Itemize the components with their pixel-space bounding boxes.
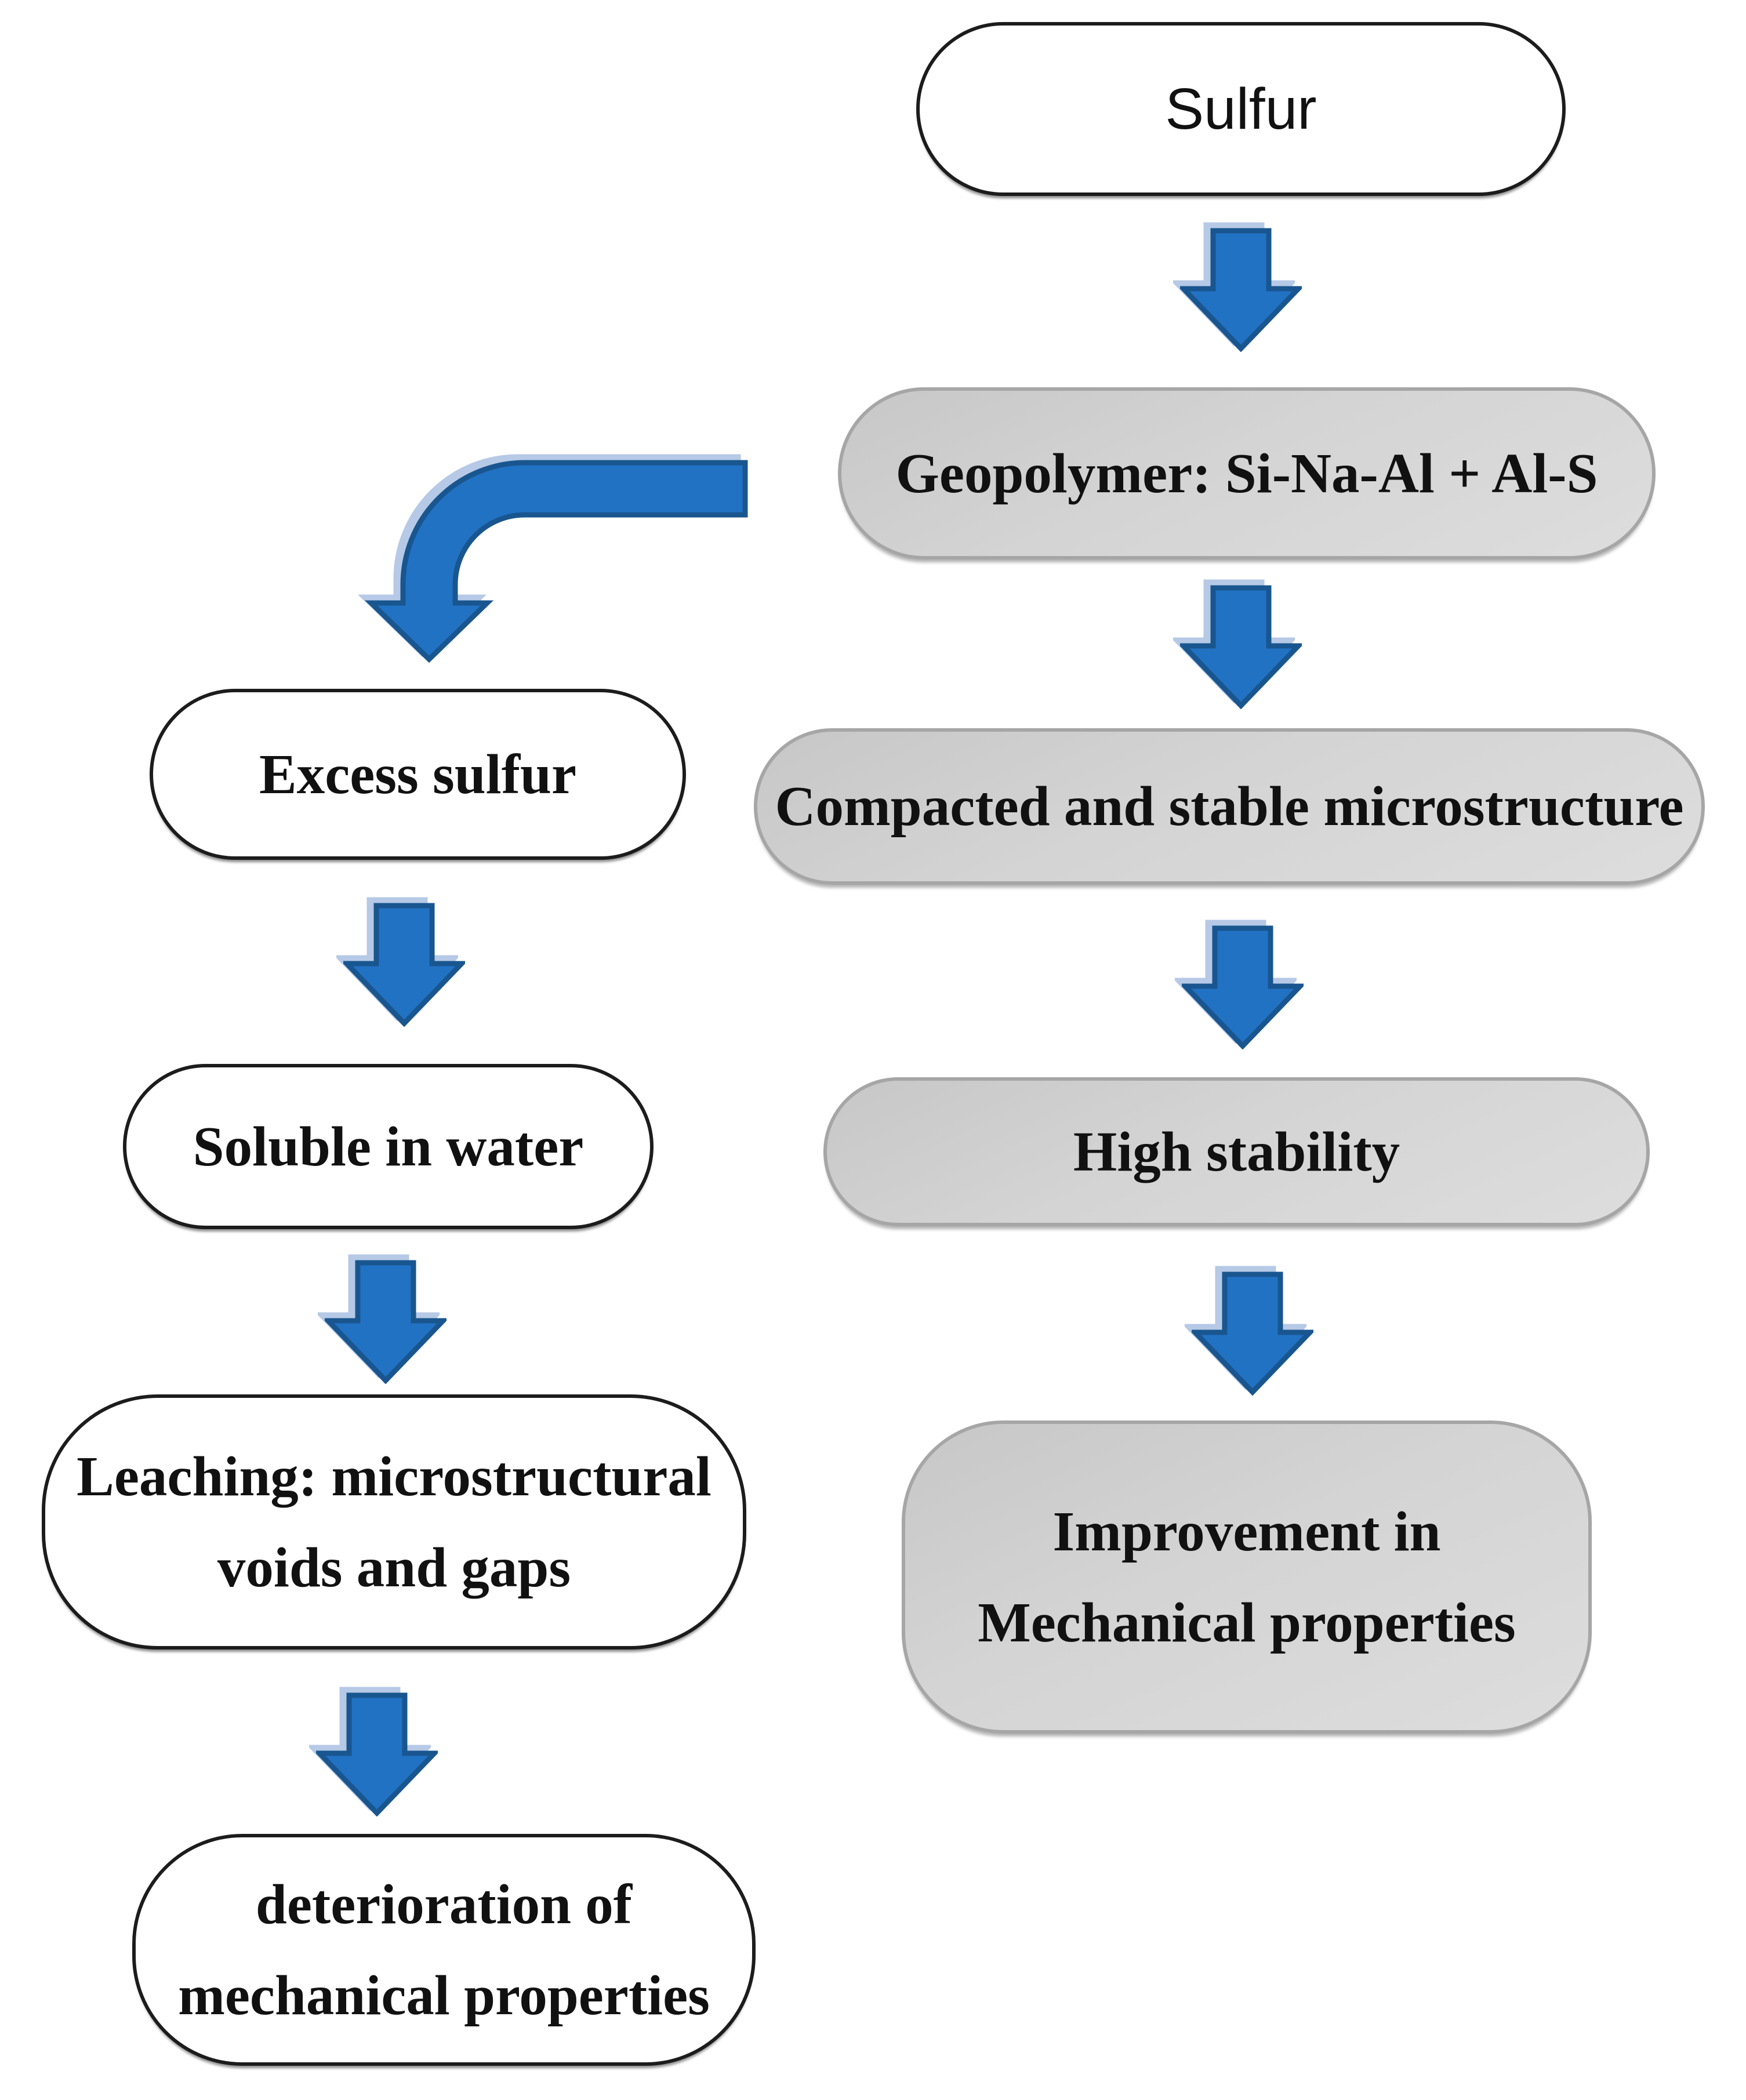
node-leaching-voids-gaps: Leaching: microstructural voids and gaps — [42, 1394, 746, 1650]
curved-arrow-icon — [364, 460, 748, 663]
down-arrow-icon — [343, 903, 465, 1027]
node-geopolymer: Geopolymer: Si-Na-Al + Al-S — [838, 387, 1656, 559]
node-compacted-microstructure: Compacted and stable microstructure — [754, 728, 1705, 885]
down-arrow-icon — [316, 1692, 438, 1816]
node-improvement-mechanical-properties: Improvement in Mechanical properties — [902, 1420, 1592, 1734]
down-arrow-icon — [1180, 585, 1302, 709]
node-sulfur: Sulfur — [916, 22, 1566, 196]
down-arrow-icon — [1182, 925, 1304, 1049]
node-high-stability: High stability — [823, 1077, 1650, 1226]
down-arrow-icon — [325, 1260, 447, 1384]
node-deterioration-mechanical-properties: deterioration of mechanical properties — [132, 1834, 756, 2066]
down-arrow-icon — [1192, 1271, 1313, 1396]
node-excess-sulfur: Excess sulfur — [150, 689, 686, 860]
down-arrow-icon — [1180, 228, 1302, 352]
node-soluble-in-water: Soluble in water — [123, 1064, 654, 1229]
